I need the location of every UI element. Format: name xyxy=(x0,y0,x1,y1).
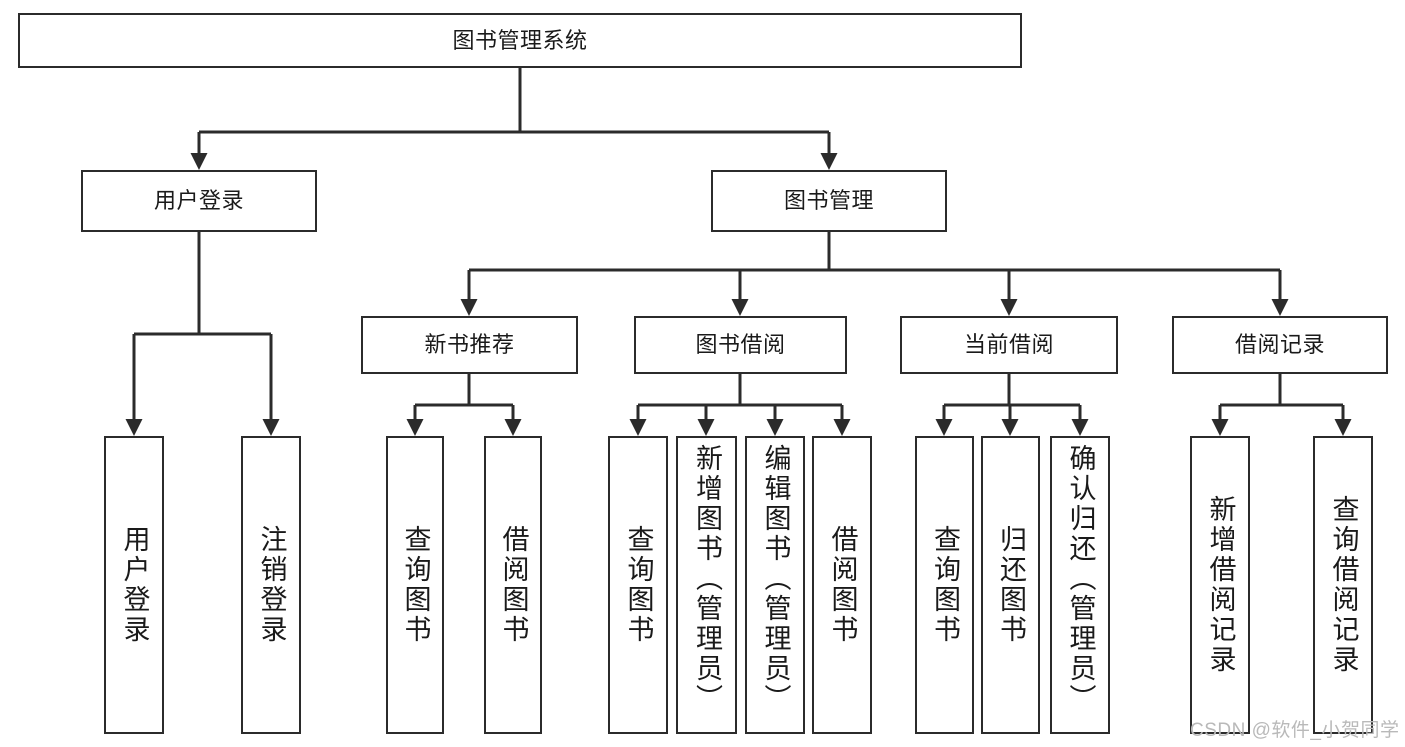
leaves-用户登录[interactable]: 用户登录 xyxy=(104,436,164,734)
leaves-新增图书管理员[interactable]: 新增图书（管理员） xyxy=(676,436,737,734)
leaves-查询借阅记录[interactable]: 查询借阅记录 xyxy=(1313,436,1373,734)
node-label: 借阅图书 xyxy=(827,525,858,645)
user-login-to-leaves-branch-0-head xyxy=(125,419,143,436)
leaves-查询图书[interactable]: 查询图书 xyxy=(915,436,974,734)
leaves-新增借阅记录[interactable]: 新增借阅记录 xyxy=(1190,436,1250,734)
book-borrow-to-leaves-branch-0-head xyxy=(629,419,647,436)
level3-新书推荐[interactable]: 新书推荐 xyxy=(361,316,578,374)
node-label: 图书管理 xyxy=(783,188,874,214)
leaves-查询图书[interactable]: 查询图书 xyxy=(386,436,444,734)
node-label: 确认归还（管理员） xyxy=(1065,444,1096,714)
node-label: 查询借阅记录 xyxy=(1328,495,1359,675)
book-borrow-to-leaves-branch-3-head xyxy=(833,419,851,436)
node-label: 用户登录 xyxy=(153,188,244,214)
user-login-to-leaves-branch-1-head xyxy=(262,419,280,436)
node-label: 图书借阅 xyxy=(695,332,786,358)
level3-借阅记录[interactable]: 借阅记录 xyxy=(1172,316,1388,374)
current-borrow-to-leaves-branch-1-head xyxy=(1001,419,1019,436)
book-mgmt-to-level3-branch-0-head xyxy=(460,299,478,316)
borrow-record-to-leaves-branch-0-head xyxy=(1211,419,1229,436)
node-label: 注销登录 xyxy=(256,525,287,645)
node-label: 查询图书 xyxy=(623,525,654,645)
level3-当前借阅[interactable]: 当前借阅 xyxy=(900,316,1118,374)
node-label: 借阅图书 xyxy=(498,525,529,645)
new-book-to-leaves-branch-1-head xyxy=(504,419,522,436)
node-label: 新增图书（管理员） xyxy=(692,444,722,714)
leaves-编辑图书管理员[interactable]: 编辑图书（管理员） xyxy=(745,436,805,734)
root-图书管理系统[interactable]: 图书管理系统 xyxy=(18,13,1022,68)
root-to-level2-branch-1-head xyxy=(820,153,838,170)
node-label: 借阅记录 xyxy=(1234,332,1325,358)
book-borrow-to-leaves-branch-1-head xyxy=(697,419,715,436)
node-label: 归还图书 xyxy=(996,525,1026,645)
borrow-record-to-leaves-branch-1-head xyxy=(1334,419,1352,436)
level2-用户登录[interactable]: 用户登录 xyxy=(81,170,317,232)
level3-图书借阅[interactable]: 图书借阅 xyxy=(634,316,847,374)
leaves-查询图书[interactable]: 查询图书 xyxy=(608,436,668,734)
node-label: 新增借阅记录 xyxy=(1205,495,1236,675)
book-mgmt-to-level3-branch-1-head xyxy=(731,299,749,316)
current-borrow-to-leaves-branch-0-head xyxy=(935,419,953,436)
node-label: 用户登录 xyxy=(119,525,150,645)
book-mgmt-to-level3-branch-3-head xyxy=(1271,299,1289,316)
leaves-注销登录[interactable]: 注销登录 xyxy=(241,436,301,734)
leaves-确认归还管理员[interactable]: 确认归还（管理员） xyxy=(1050,436,1110,734)
current-borrow-to-leaves-branch-2-head xyxy=(1071,419,1089,436)
node-label: 新书推荐 xyxy=(424,332,515,358)
node-label: 图书管理系统 xyxy=(452,27,588,53)
leaves-归还图书[interactable]: 归还图书 xyxy=(981,436,1040,734)
root-to-level2-branch-0-head xyxy=(190,153,208,170)
new-book-to-leaves-branch-0-head xyxy=(406,419,424,436)
level2-图书管理[interactable]: 图书管理 xyxy=(711,170,947,232)
node-label: 当前借阅 xyxy=(963,332,1054,358)
node-label: 编辑图书（管理员） xyxy=(760,444,791,714)
book-mgmt-to-level3-branch-2-head xyxy=(1000,299,1018,316)
leaves-借阅图书[interactable]: 借阅图书 xyxy=(484,436,542,734)
node-label: 查询图书 xyxy=(400,525,431,645)
leaves-借阅图书[interactable]: 借阅图书 xyxy=(812,436,872,734)
book-borrow-to-leaves-branch-2-head xyxy=(766,419,784,436)
node-label: 查询图书 xyxy=(930,525,960,645)
